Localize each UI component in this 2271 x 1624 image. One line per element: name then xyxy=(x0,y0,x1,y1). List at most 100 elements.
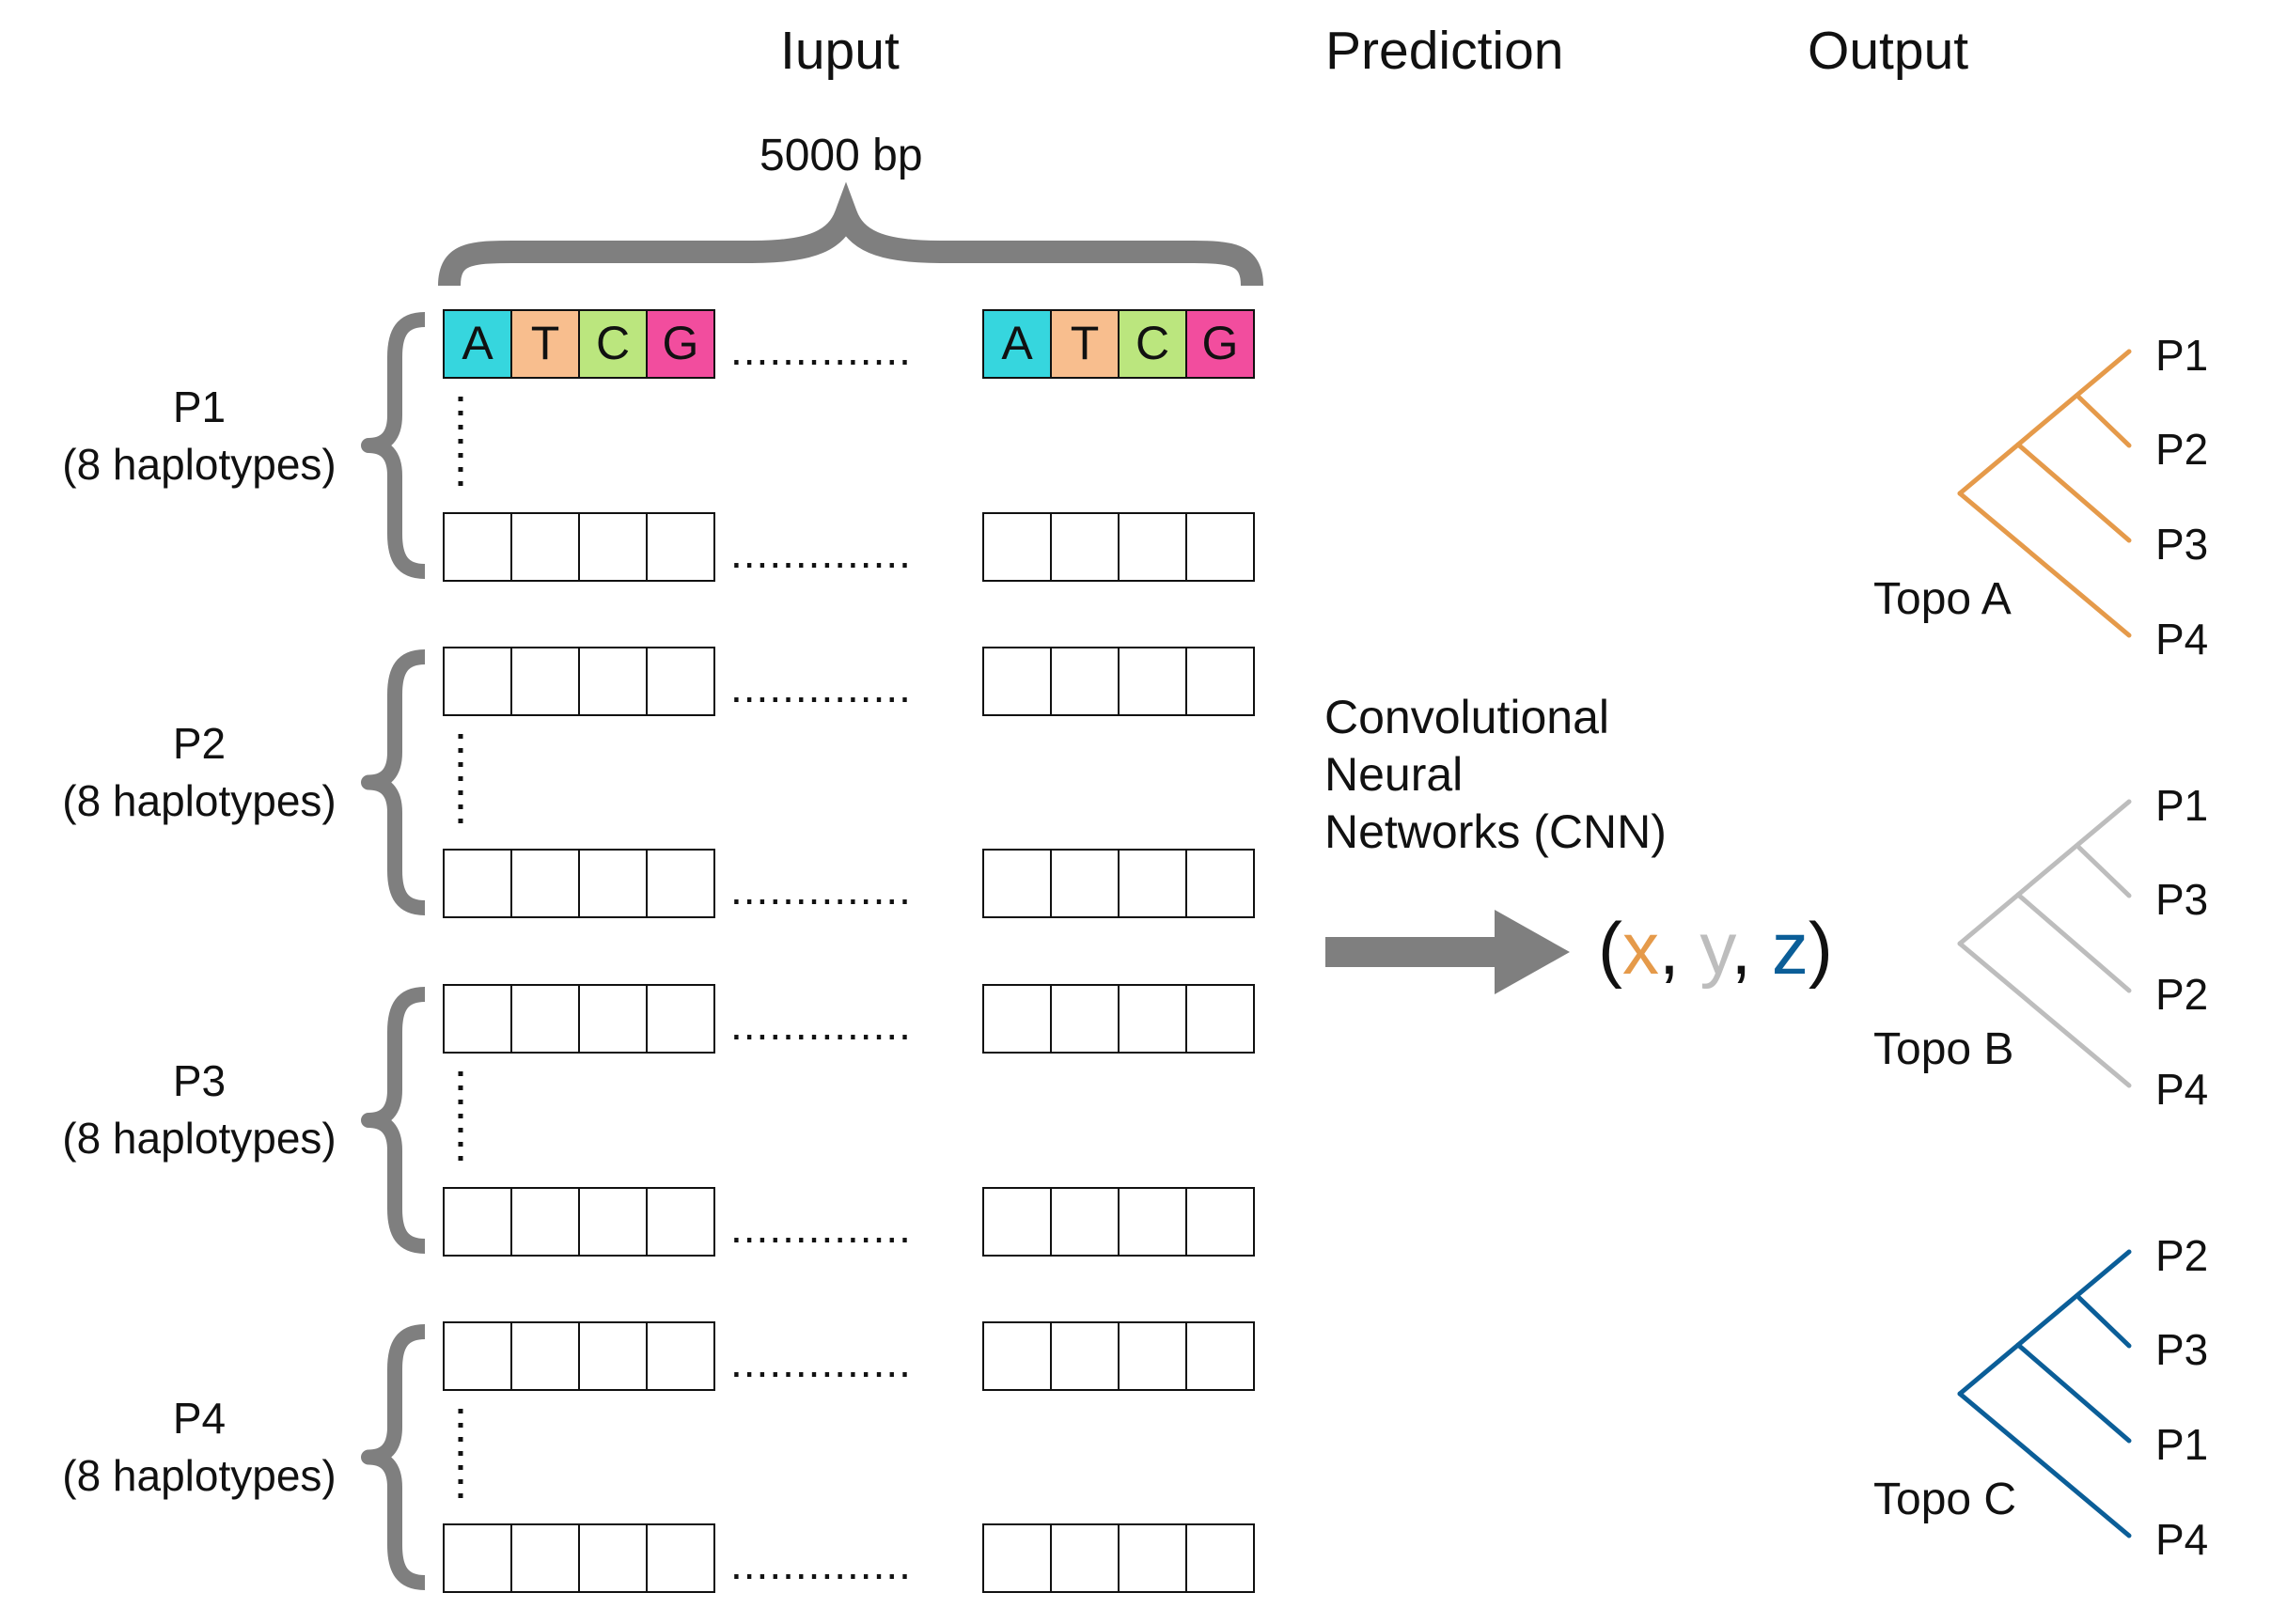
empty-cell xyxy=(578,1187,648,1257)
sequence-gap-dots: .............. xyxy=(730,325,912,374)
empty-cell xyxy=(646,1523,715,1593)
empty-cell xyxy=(1050,1523,1120,1593)
haplotype-row: .............. xyxy=(443,984,1255,1054)
empty-cell xyxy=(510,849,580,918)
empty-cell xyxy=(646,1187,715,1257)
empty-cell xyxy=(1185,1321,1255,1391)
topo-a-leaf-4: P4 xyxy=(2155,615,2209,664)
population-sub-p1: (8 haplotypes) xyxy=(62,440,337,489)
tree-branch xyxy=(1957,1249,2132,1397)
base-cell-c xyxy=(1118,309,1187,379)
tuple-z: z xyxy=(1771,907,1809,990)
empty-cell xyxy=(1185,512,1255,582)
tuple-open: ( xyxy=(1598,907,1622,990)
empty-cell xyxy=(646,512,715,582)
base-letter: C xyxy=(1136,317,1169,369)
haplotype-row: .............. xyxy=(443,1187,1255,1257)
empty-cell xyxy=(982,849,1052,918)
tree-branch xyxy=(2015,1342,2132,1444)
empty-cell xyxy=(982,1321,1052,1391)
base-letter: A xyxy=(462,317,493,369)
tuple-close: ) xyxy=(1808,907,1833,990)
empty-cell xyxy=(1185,984,1255,1054)
empty-cell xyxy=(443,512,512,582)
empty-cell xyxy=(982,1523,1052,1593)
population-label-p1: P1 xyxy=(172,383,227,431)
empty-cell xyxy=(1118,1321,1187,1391)
empty-cell xyxy=(443,849,512,918)
sequence-gap-dots: .............. xyxy=(730,1203,912,1252)
base-cell-a xyxy=(982,309,1052,379)
sequence-gap-dots: .............. xyxy=(730,1539,912,1588)
topo-b-leaf-1: P1 xyxy=(2155,781,2209,830)
empty-cell xyxy=(1118,849,1187,918)
cnn-label: Convolutional Neural Networks (CNN) xyxy=(1324,689,1700,861)
empty-cell xyxy=(982,512,1052,582)
sequence-gap-dots: .............. xyxy=(730,528,912,577)
empty-cell xyxy=(1050,984,1120,1054)
length-label: 5000 bp xyxy=(760,131,923,180)
cnn-label-line-3: Networks (CNN) xyxy=(1324,805,1667,858)
topo-a-leaf-3: P3 xyxy=(2155,520,2209,569)
topo-c-leaf-2: P3 xyxy=(2155,1325,2209,1374)
haplotype-row: .............. xyxy=(443,849,1255,918)
empty-cell xyxy=(1118,1523,1187,1593)
empty-cell xyxy=(578,1523,648,1593)
tuple-y: y xyxy=(1699,907,1731,990)
empty-cell xyxy=(510,1187,580,1257)
empty-cell xyxy=(646,647,715,716)
topo-a-leaf-1: P1 xyxy=(2155,331,2209,380)
topo-b-leaf-4: P4 xyxy=(2155,1065,2209,1114)
empty-cell xyxy=(443,1187,512,1257)
tuple-sep-2: , xyxy=(1731,907,1772,990)
cnn-label-line-1: Convolutional xyxy=(1324,691,1609,743)
empty-cell xyxy=(510,512,580,582)
base-letter: A xyxy=(1001,317,1033,369)
tree-branch xyxy=(1957,941,2132,1088)
empty-cell xyxy=(1118,1187,1187,1257)
empty-cell xyxy=(1118,647,1187,716)
topo-c-tree xyxy=(1957,1249,2132,1538)
empty-cell xyxy=(578,849,648,918)
sequence-gap-dots: .............. xyxy=(730,865,912,914)
population-label-p2: P2 xyxy=(172,719,227,768)
tree-branch xyxy=(1957,1391,2132,1538)
tree-branch xyxy=(2015,892,2132,993)
tree-branch xyxy=(2015,442,2132,543)
topo-b-leaf-2: P3 xyxy=(2155,875,2209,924)
empty-cell xyxy=(578,984,648,1054)
base-cell-g xyxy=(1185,309,1255,379)
empty-cell xyxy=(646,1321,715,1391)
population-label-p3: P3 xyxy=(172,1056,227,1105)
empty-cell xyxy=(1185,849,1255,918)
empty-cell xyxy=(443,984,512,1054)
topo-b-leaf-3: P2 xyxy=(2155,970,2209,1019)
empty-cell xyxy=(443,1523,512,1593)
input-header: Iuput xyxy=(780,21,900,81)
empty-cell xyxy=(1050,512,1120,582)
empty-cell xyxy=(443,1321,512,1391)
tree-branch xyxy=(1957,491,2132,638)
base-letter: G xyxy=(1202,317,1239,369)
topo-c-leaf-1: P2 xyxy=(2155,1231,2209,1280)
empty-cell xyxy=(510,1523,580,1593)
base-cell-g xyxy=(646,309,715,379)
tuple-sep-1: , xyxy=(1658,907,1700,990)
cnn-label-line-2: Neural xyxy=(1324,748,1464,801)
empty-cell xyxy=(982,1187,1052,1257)
sequence-gap-dots: .............. xyxy=(730,1000,912,1049)
empty-cell xyxy=(1050,849,1120,918)
tree-branch xyxy=(2076,845,2132,898)
base-letter: T xyxy=(531,317,560,369)
empty-cell xyxy=(510,984,580,1054)
empty-cell xyxy=(1118,984,1187,1054)
population-brace-p4 xyxy=(361,1324,426,1590)
population-sub-p2: (8 haplotypes) xyxy=(62,776,337,825)
haplotype-row: .............. xyxy=(443,512,1255,582)
topo-a-tree xyxy=(1957,349,2132,638)
empty-cell xyxy=(578,1321,648,1391)
tuple-x: x xyxy=(1621,907,1659,990)
empty-cell xyxy=(443,647,512,716)
